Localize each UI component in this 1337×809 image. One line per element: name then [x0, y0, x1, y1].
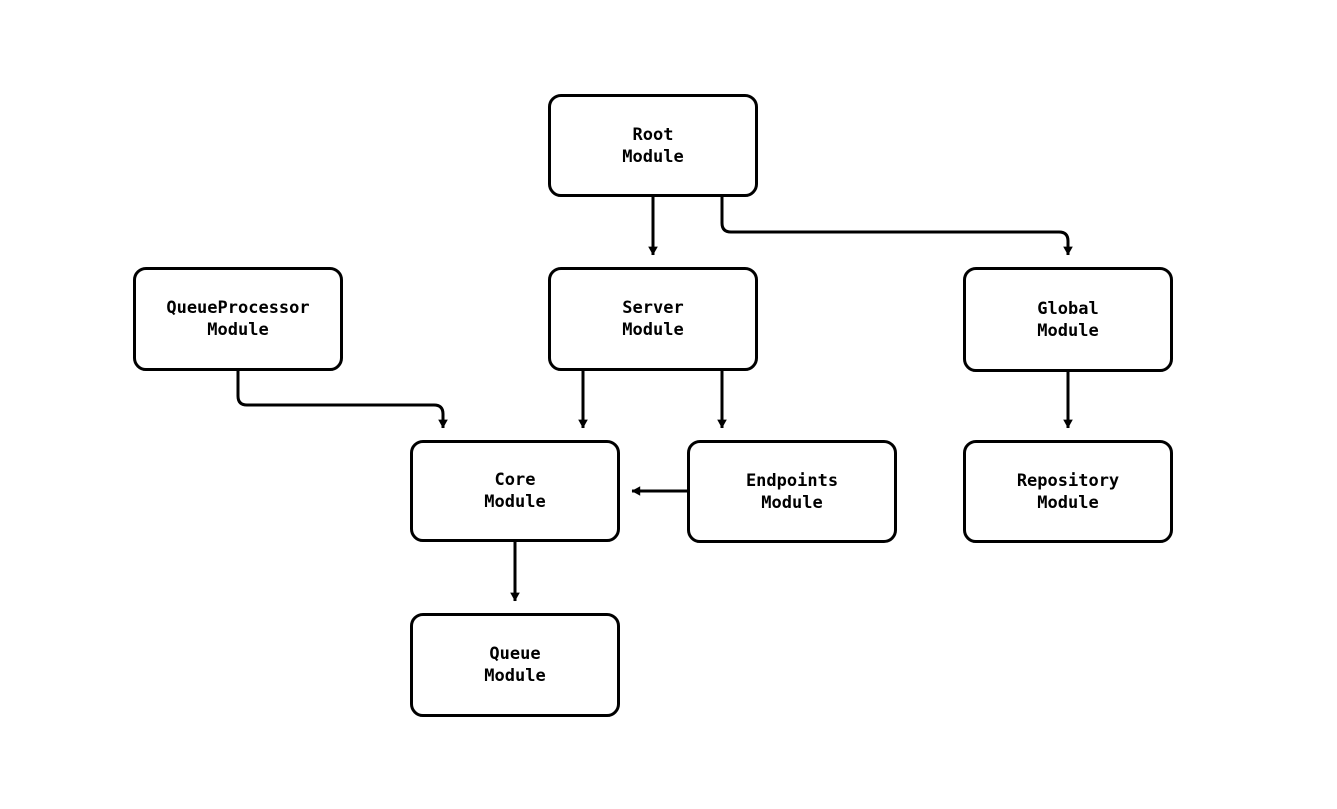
node-root-module-line1: Root [632, 124, 674, 145]
node-repository-module-line1: Repository [1016, 470, 1120, 491]
node-endpoints-module[interactable]: Endpoints Module [687, 440, 897, 543]
edge-queueprocessor-to-core [236, 371, 448, 429]
node-root-module[interactable]: Root Module [548, 94, 758, 197]
node-queue-module-line2: Module [484, 666, 546, 686]
node-queueprocessor-module-line1: QueueProcessor [166, 298, 310, 318]
node-global-module-line1: Global [1037, 298, 1099, 319]
edge-root-to-global [720, 197, 1073, 256]
node-queueprocessor-module[interactable]: QueueProcessor Module [133, 267, 343, 371]
node-queueprocessor-module-line2: Module [207, 320, 269, 340]
node-server-module[interactable]: Server Module [548, 267, 758, 371]
node-queue-module-line1: Queue [489, 644, 541, 664]
node-core-module-line2: Module [484, 492, 546, 512]
node-server-module-line2: Module [622, 320, 684, 340]
node-endpoints-module-line2: Module [761, 492, 823, 513]
node-root-module-line2: Module [622, 146, 684, 167]
node-global-module-line2: Module [1037, 320, 1099, 341]
node-server-module-line1: Server [622, 298, 684, 318]
node-repository-module[interactable]: Repository Module [963, 440, 1173, 543]
node-core-module[interactable]: Core Module [410, 440, 620, 542]
node-global-module[interactable]: Global Module [963, 267, 1173, 372]
node-core-module-line1: Core [494, 470, 536, 490]
node-repository-module-line2: Module [1037, 492, 1099, 513]
node-queue-module[interactable]: Queue Module [410, 613, 620, 717]
node-endpoints-module-line1: Endpoints [745, 470, 839, 491]
